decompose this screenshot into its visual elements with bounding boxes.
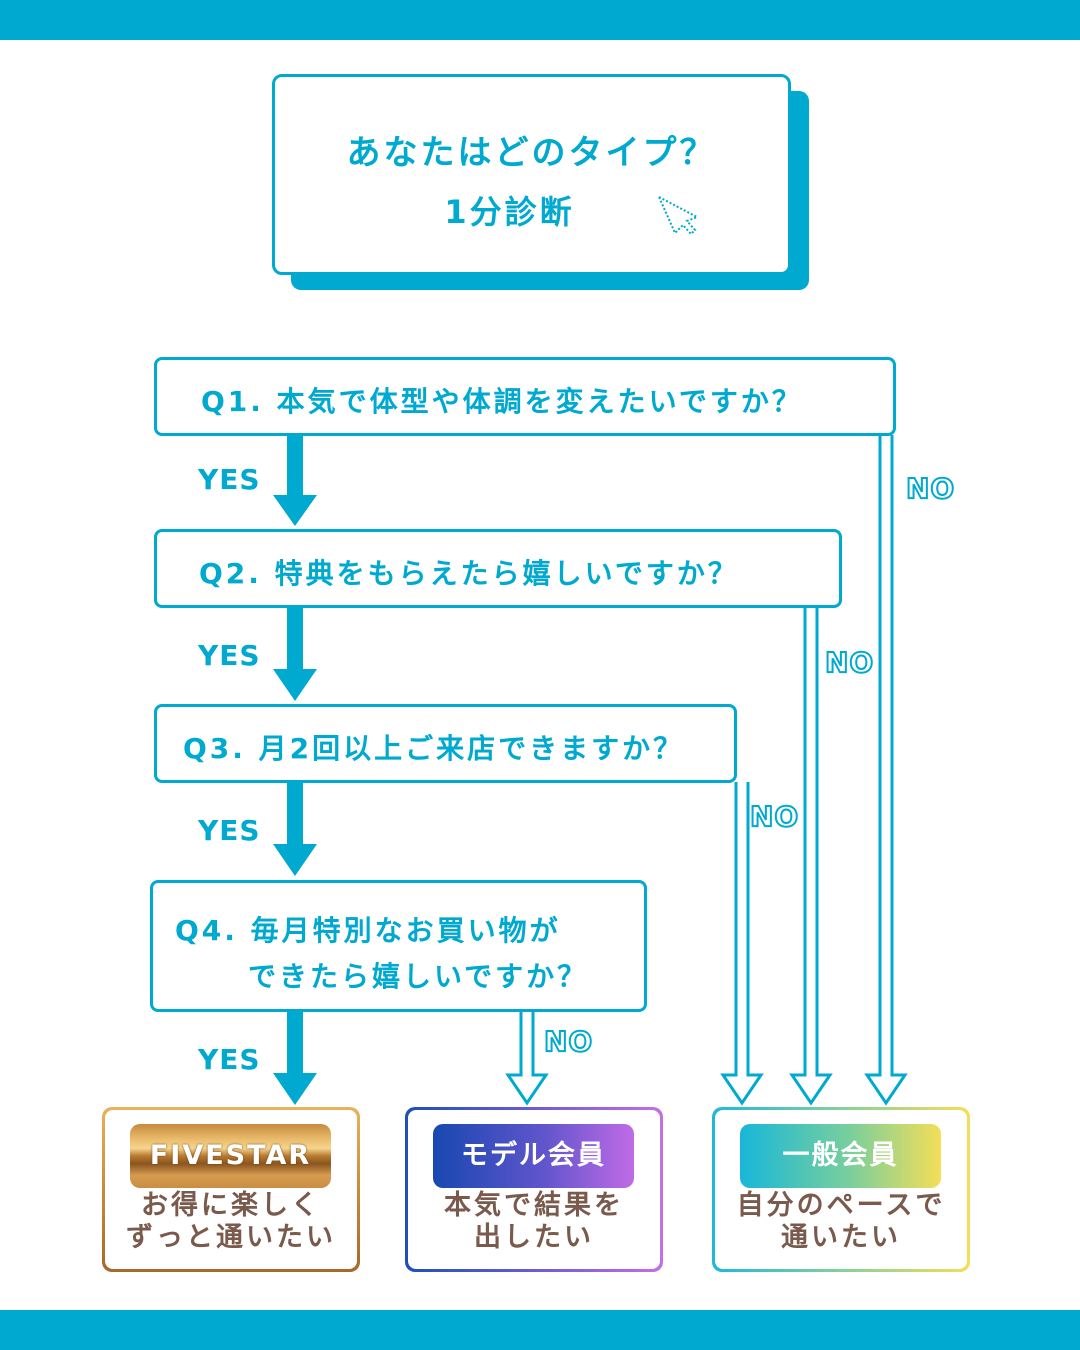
question-3-box: Q3. 月2回以上ご来店できますか？ <box>154 704 737 783</box>
yes-arrow-3-shaft <box>287 782 303 846</box>
result-general-member: 一般会員 自分のペースで 通いたい <box>712 1107 970 1272</box>
yes-label-2: YES <box>198 639 261 672</box>
question-4-line2: できたら嬉しいですか？ <box>248 960 589 993</box>
fivestar-description-line1: お得に楽しく <box>141 1190 321 1221</box>
model-member-badge: モデル会員 <box>433 1124 634 1188</box>
top-band <box>0 0 1080 40</box>
model-member-description-line2: 出したい <box>474 1222 594 1253</box>
model-member-description: 本気で結果を 出したい <box>408 1190 660 1254</box>
no-arrow-q2 <box>789 607 833 1106</box>
bottom-band <box>0 1310 1080 1350</box>
yes-label-4: YES <box>198 1043 261 1076</box>
question-3-text: Q3. 月2回以上ご来店できますか？ <box>183 732 685 765</box>
title-card: あなたはどのタイプ？ 1分診断 <box>272 74 791 275</box>
general-member-description-line2: 通いたい <box>781 1222 901 1253</box>
model-member-description-line1: 本気で結果を <box>444 1190 624 1221</box>
yes-label-3: YES <box>198 814 261 847</box>
yes-arrow-1-head <box>273 495 317 526</box>
question-4-box: Q4. 毎月特別なお買い物が できたら嬉しいですか？ <box>150 880 647 1012</box>
yes-arrow-4-head <box>273 1073 317 1105</box>
question-2-text: Q2. 特典をもらえたら嬉しいですか？ <box>199 557 739 590</box>
general-member-badge: 一般会員 <box>740 1124 941 1188</box>
result-model-member: モデル会員 本気で結果を 出したい <box>405 1107 663 1272</box>
question-2-box: Q2. 特典をもらえたら嬉しいですか？ <box>154 529 842 608</box>
yes-arrow-2-shaft <box>287 607 303 671</box>
no-arrow-q1 <box>864 435 908 1106</box>
title-heading: あなたはどのタイプ？ <box>346 133 717 173</box>
no-label-q3: NO <box>749 799 800 834</box>
pointer-cursor-icon <box>657 195 700 236</box>
fivestar-description-line2: ずっと通いたい <box>126 1222 336 1253</box>
no-arrow-q4 <box>505 1011 549 1106</box>
question-1-box: Q1. 本気で体型や体調を変えたいですか？ <box>154 357 896 436</box>
general-member-description-line1: 自分のペースで <box>736 1190 946 1221</box>
general-member-description: 自分のペースで 通いたい <box>715 1190 967 1254</box>
fivestar-badge: FIVESTAR <box>130 1124 331 1188</box>
no-label-q4: NO <box>543 1024 594 1059</box>
title-subheading: 1分診断 <box>444 193 575 231</box>
yes-arrow-2-head <box>273 669 317 701</box>
no-label-q1: NO <box>905 471 956 506</box>
question-1-text: Q1. 本気で体型や体調を変えたいですか？ <box>201 385 803 418</box>
yes-arrow-3-head <box>273 844 317 876</box>
no-label-q2: NO <box>824 645 875 680</box>
fivestar-description: お得に楽しく ずっと通いたい <box>105 1190 357 1254</box>
yes-arrow-1-shaft <box>287 435 303 497</box>
question-4-line1: Q4. 毎月特別なお買い物が <box>175 914 561 947</box>
yes-arrow-4-shaft <box>287 1011 303 1075</box>
result-fivestar: FIVESTAR お得に楽しく ずっと通いたい <box>102 1107 360 1272</box>
yes-label-1: YES <box>198 463 261 496</box>
